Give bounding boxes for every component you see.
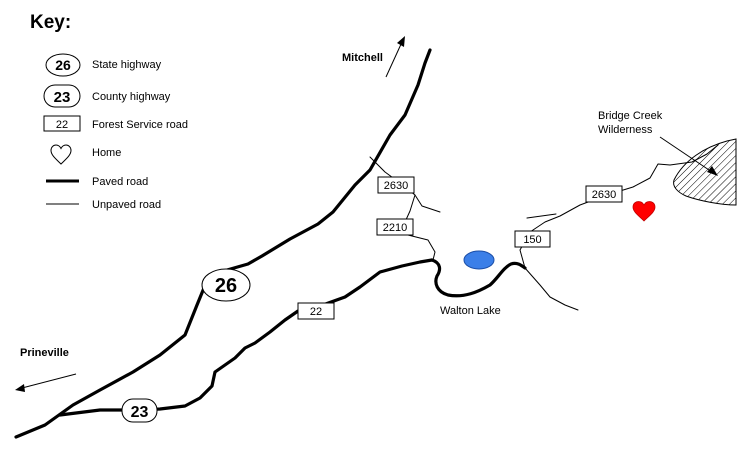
key-label-state-highway: State highway: [92, 59, 162, 71]
forest-road-symbol: [43, 115, 81, 132]
county-23-shield: 23: [121, 398, 158, 423]
map-key: Key: 26 State highway 23 County highway …: [30, 12, 188, 211]
forest-road-box: [297, 302, 335, 320]
forest-road-label: 2630: [384, 180, 408, 192]
forest-road-box: [377, 176, 415, 194]
forest-road-label: 2630: [592, 189, 616, 201]
forest-road-label: 22: [310, 306, 322, 318]
key-item-state-highway: 26 State highway: [45, 53, 162, 77]
home-heart-icon: [632, 201, 656, 222]
highway-26-shield: 26: [201, 268, 251, 302]
key-label-forest-service-road: Forest Service road: [92, 119, 188, 131]
arrow-down-right-icon: [707, 166, 718, 176]
highway-26-label: 26: [215, 275, 237, 297]
key-item-home: Home: [50, 144, 121, 165]
forest-road-sign-150: 150: [514, 230, 551, 248]
key-item-unpaved-road: Unpaved road: [46, 199, 161, 211]
key-title: Key:: [30, 12, 71, 33]
walton-lake: [463, 250, 495, 270]
bridge-creek-wilderness-label-group: Bridge Creek Wilderness: [598, 110, 718, 176]
key-label-unpaved-road: Unpaved road: [92, 199, 161, 211]
forest-road-sign-22: 22: [297, 302, 335, 320]
state-highway-symbol-text: 26: [55, 57, 71, 73]
forest-road-sign-2210: 2210: [376, 218, 414, 236]
state-highway-symbol: [45, 53, 81, 77]
heart-outline-icon: [50, 144, 72, 165]
key-label-county-highway: County highway: [92, 91, 171, 103]
prineville-label: Prineville: [20, 347, 69, 359]
forest-road-south-spur-unpaved: [524, 267, 579, 311]
forest-road-sign-2630-east: 2630: [585, 185, 623, 203]
walton-lake-label: Walton Lake: [440, 305, 501, 317]
forest-road-box: [376, 218, 414, 236]
wilderness-pointer-line: [659, 136, 713, 173]
key-item-paved-road: Paved road: [46, 176, 148, 188]
bridge-creek-wilderness-area: [673, 138, 737, 206]
key-label-home: Home: [92, 147, 121, 159]
county-23-road: [58, 258, 434, 417]
forest-road-sign-2630-north: 2630: [377, 176, 415, 194]
forest-road-box: [514, 230, 551, 248]
key-label-paved-road: Paved road: [92, 176, 148, 188]
north-arrow-line: [385, 41, 403, 78]
mitchell-direction: Mitchell: [342, 36, 405, 78]
highway-26-road: [14, 48, 432, 439]
forest-road-box: [585, 185, 623, 203]
forest-road-150-spur-unpaved: [526, 213, 557, 219]
county-23-label: 23: [131, 404, 149, 421]
county-highway-symbol: [43, 84, 81, 108]
arrow-up-right-icon: [397, 36, 405, 47]
highway-26-oval: [201, 268, 251, 302]
prineville-direction: Prineville: [15, 347, 77, 392]
key-item-county-highway: 23 County highway: [43, 84, 171, 108]
west-arrow-line: [21, 373, 77, 389]
key-item-forest-service-road: 22 Forest Service road: [43, 115, 188, 132]
forest-road-label: 2210: [383, 222, 407, 234]
walton-lake-road: [430, 258, 527, 298]
county-23-oval: [121, 398, 158, 423]
bridge-creek-label-line1: Bridge Creek: [598, 110, 663, 122]
mitchell-label: Mitchell: [342, 52, 383, 64]
forest-road-label: 150: [523, 234, 541, 246]
arrow-left-icon: [15, 384, 25, 392]
county-highway-symbol-text: 23: [54, 89, 71, 106]
forest-road-symbol-text: 22: [56, 119, 68, 131]
bridge-creek-label-line2: Wilderness: [598, 124, 653, 136]
